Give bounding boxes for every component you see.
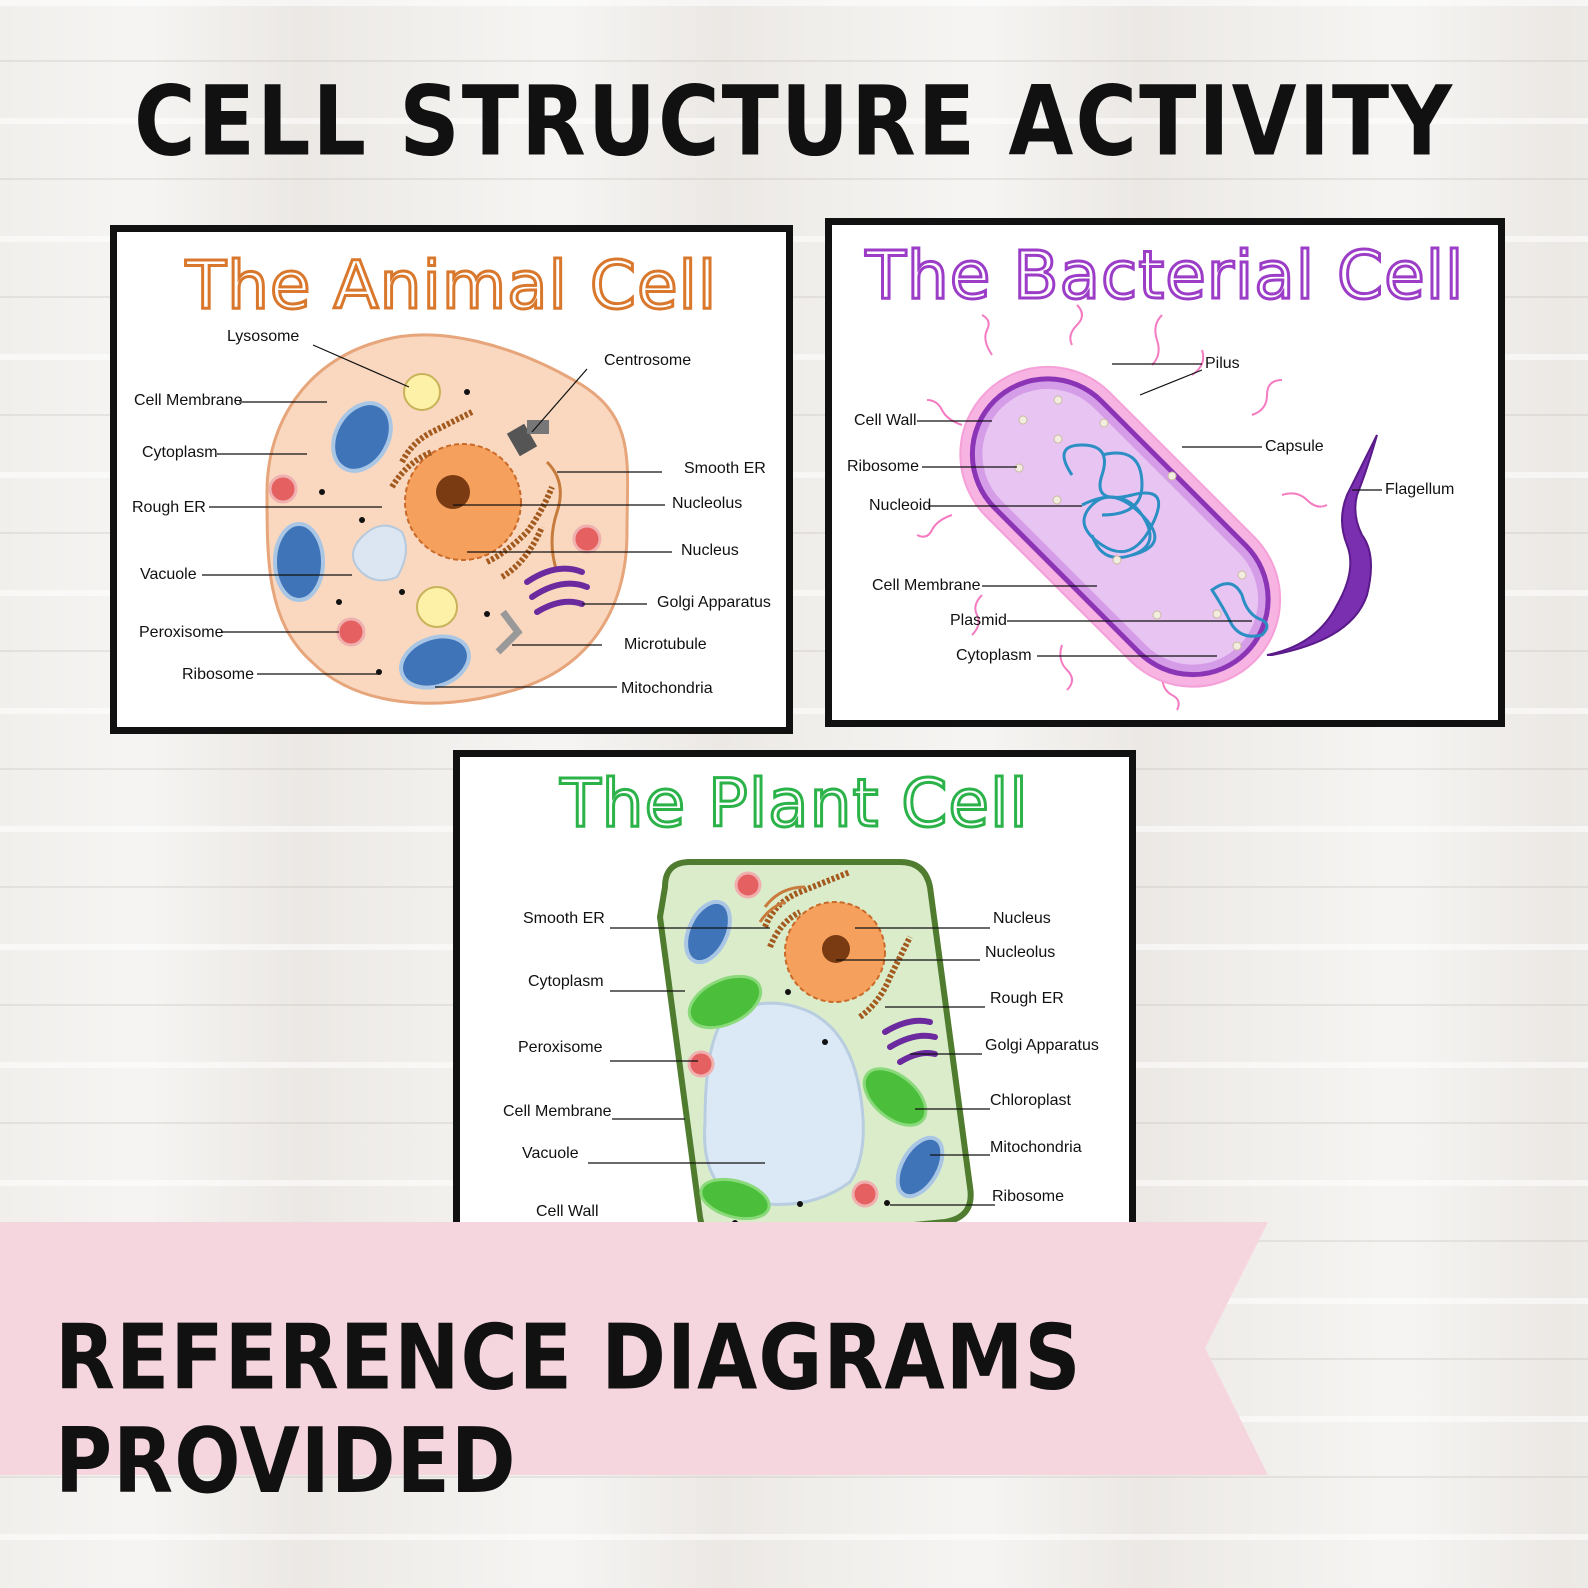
- animal-nucleolus: [436, 475, 470, 509]
- animal-rough-er: [389, 409, 555, 580]
- animal-label: Smooth ER: [684, 460, 766, 477]
- animal-label: Ribosome: [182, 666, 255, 683]
- plant-label: Golgi Apparatus: [985, 1037, 1099, 1054]
- bacterial-label: Cell Wall: [854, 412, 917, 429]
- plant-label: Cell Membrane: [503, 1103, 612, 1120]
- bacterial-label: Nucleoid: [869, 497, 932, 514]
- reference-banner: REFERENCE DIAGRAMS PROVIDED: [0, 1222, 1270, 1514]
- bacterial-cell-card: The Bacterial Cell Pilus Cell Wall Capsu…: [825, 218, 1505, 727]
- plant-mitochondrion: [895, 1135, 945, 1199]
- bacterial-label: Cell Membrane: [872, 577, 981, 594]
- animal-cell-title: The Animal Cell: [184, 246, 718, 326]
- animal-label: Lysosome: [227, 328, 300, 345]
- plant-label: Smooth ER: [523, 910, 605, 927]
- plant-label: Rough ER: [990, 990, 1064, 1007]
- animal-lysosome: [403, 373, 441, 411]
- plant-chloroplast: [687, 974, 763, 1030]
- bacterial-label: Plasmid: [950, 612, 1007, 629]
- bacterial-leader-lines: [917, 363, 1382, 657]
- plant-rough-er: [762, 869, 913, 1020]
- animal-peroxisome: [336, 617, 366, 647]
- page-title: CELL STRUCTURE ACTIVITY: [133, 64, 1455, 178]
- animal-label: Golgi Apparatus: [657, 594, 771, 611]
- animal-vacuole: [352, 524, 407, 582]
- plant-cell-title: The Plant Cell: [559, 764, 1029, 844]
- bacterial-nucleoid: [1062, 443, 1161, 559]
- bacterial-label: Capsule: [1265, 438, 1324, 455]
- bacterial-label: Pilus: [1205, 355, 1240, 372]
- plant-mitochondrion: [684, 899, 732, 965]
- animal-golgi: [524, 565, 590, 615]
- animal-peroxisome: [268, 474, 298, 504]
- animal-cell-diagram: [202, 333, 672, 705]
- plant-label: Cell Wall: [536, 1203, 599, 1220]
- plant-vacuole: [703, 1001, 865, 1206]
- animal-label: Microtubule: [624, 636, 707, 653]
- plant-cell-diagram: [588, 859, 995, 1246]
- animal-mitochondrion: [273, 522, 325, 602]
- plant-chloroplast: [699, 1177, 771, 1221]
- bacterial-cell-diagram: [916, 304, 1382, 711]
- bacterial-pili: [916, 304, 1328, 711]
- plant-peroxisome: [851, 1180, 879, 1208]
- plant-nucleolus: [822, 935, 850, 963]
- banner-text: REFERENCE DIAGRAMS PROVIDED: [55, 1307, 1082, 1514]
- plant-label: Ribosome: [992, 1188, 1065, 1205]
- animal-centrosome: [506, 423, 538, 457]
- plant-label: Vacuole: [522, 1145, 579, 1162]
- plant-leader-lines: [588, 927, 995, 1206]
- plant-label: Cytoplasm: [528, 973, 604, 990]
- animal-label: Rough ER: [132, 499, 206, 516]
- bacterial-flagellum: [1266, 434, 1378, 656]
- bacterial-plasmid: [1209, 582, 1269, 638]
- animal-lysosome: [416, 586, 458, 628]
- bacterial-label: Ribosome: [847, 458, 920, 475]
- plant-label: Mitochondria: [990, 1139, 1082, 1156]
- animal-label: Centrosome: [604, 352, 692, 369]
- plant-cell-card: The Plant Cell Smooth ER Nucleus Nucleol…: [453, 750, 1136, 1270]
- animal-leader-lines: [202, 344, 672, 688]
- animal-microtubule: [495, 609, 523, 655]
- plant-label: Chloroplast: [990, 1092, 1071, 1109]
- animal-label: Peroxisome: [139, 624, 224, 641]
- animal-mitochondrion: [331, 401, 393, 473]
- plant-label: Nucleus: [993, 910, 1051, 927]
- animal-label: Nucleus: [681, 542, 739, 559]
- animal-mitochondrion: [399, 634, 471, 690]
- bacterial-cell-title: The Bacterial Cell: [864, 236, 1465, 316]
- bacterial-cytoplasm: [982, 388, 1259, 665]
- animal-label: Cytoplasm: [142, 444, 218, 461]
- plant-peroxisome: [734, 871, 762, 899]
- animal-label: Cell Membrane: [134, 392, 243, 409]
- plant-smooth-er: [758, 885, 806, 923]
- animal-peroxisome: [572, 524, 602, 554]
- animal-smooth-er: [545, 460, 562, 573]
- animal-cell-card: The Animal Cell Lysosome Centrosome Cell…: [110, 225, 793, 734]
- banner-ribbon: [0, 1222, 1268, 1475]
- bacterial-label: Cytoplasm: [956, 647, 1032, 664]
- animal-centrosome: [527, 420, 549, 434]
- bacterial-ribosomes: [1014, 395, 1247, 651]
- plant-label: Peroxisome: [518, 1039, 603, 1056]
- animal-label: Nucleolus: [672, 495, 743, 512]
- plant-peroxisome: [687, 1050, 715, 1078]
- plant-label: Nucleolus: [985, 944, 1056, 961]
- animal-label: Mitochondria: [621, 680, 713, 697]
- plant-chloroplast: [862, 1067, 928, 1127]
- bacterial-label: Flagellum: [1385, 481, 1455, 498]
- animal-label: Vacuole: [140, 566, 197, 583]
